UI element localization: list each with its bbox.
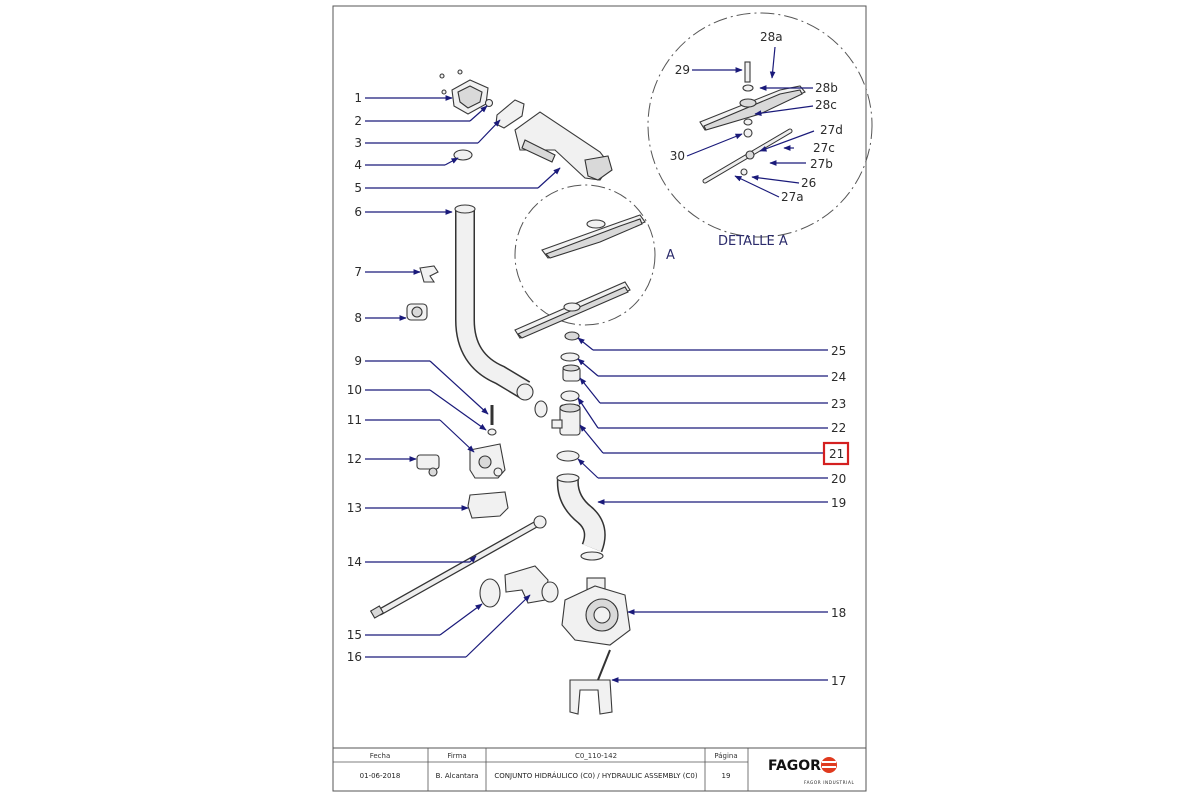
value-description: CONJUNTO HIDRÁULICO (C0) / HYDRAULIC ASS… bbox=[494, 771, 697, 780]
callout-27c: 27c bbox=[813, 141, 835, 155]
callout-18: 18 bbox=[831, 606, 846, 620]
value-date: 01-06-2018 bbox=[360, 772, 401, 780]
header-page: Página bbox=[714, 752, 737, 760]
callout-3: 3 bbox=[354, 136, 362, 150]
callout-8: 8 bbox=[354, 311, 362, 325]
callout-28c: 28c bbox=[815, 98, 837, 112]
callout-19: 19 bbox=[831, 496, 846, 510]
callout-1: 1 bbox=[354, 91, 362, 105]
part-13-bracket bbox=[467, 491, 509, 519]
part-10-washer bbox=[487, 428, 497, 436]
highlight-box-21 bbox=[822, 441, 850, 466]
callout-29: 29 bbox=[675, 63, 690, 77]
logo-wordmark: FAGOR bbox=[768, 758, 821, 774]
detail-a-marker-view: A bbox=[514, 184, 675, 326]
detail-a-marker: A bbox=[666, 248, 675, 263]
part-17-bracket bbox=[569, 649, 613, 715]
part-7-clip bbox=[419, 265, 439, 283]
title-block: Fecha Firma C0_110-142 Página 01-06-2018… bbox=[333, 747, 866, 791]
callout-28a: 28a bbox=[760, 30, 783, 44]
part-20-clamp bbox=[556, 450, 580, 462]
header-signature: Firma bbox=[447, 752, 466, 760]
callout-23: 23 bbox=[831, 397, 846, 411]
part-23-nut bbox=[562, 364, 581, 382]
callout-25: 25 bbox=[831, 344, 846, 358]
logo-subtitle: FAGOR INDUSTRIAL bbox=[804, 780, 854, 785]
part-12-valve bbox=[416, 454, 440, 477]
callout-21: 21 bbox=[829, 447, 844, 461]
part-4-clamp bbox=[453, 149, 473, 161]
callout-28b: 28b bbox=[815, 81, 838, 95]
callout-14: 14 bbox=[347, 555, 362, 569]
part-25-seal bbox=[564, 331, 580, 341]
callout-12: 12 bbox=[347, 452, 362, 466]
part-19-hose bbox=[556, 473, 606, 561]
right-leaders bbox=[577, 337, 828, 683]
callout-27a: 27a bbox=[781, 190, 804, 204]
value-signature: B. Alcantara bbox=[436, 772, 479, 780]
header-date: Fecha bbox=[370, 752, 391, 760]
fagor-logo: FAGOR FAGOR INDUSTRIAL bbox=[768, 757, 854, 785]
part-22-ring bbox=[560, 390, 580, 402]
part-1-bracket bbox=[439, 69, 489, 115]
header-code: C0_110-142 bbox=[575, 752, 617, 760]
callout-17: 17 bbox=[831, 674, 846, 688]
logo-emblem bbox=[821, 757, 837, 773]
callout-20: 20 bbox=[831, 472, 846, 486]
part-21-sump bbox=[534, 400, 581, 436]
callout-24: 24 bbox=[831, 370, 846, 384]
callout-15: 15 bbox=[347, 628, 362, 642]
detail-a-title: DETALLE A bbox=[718, 234, 788, 249]
callout-2: 2 bbox=[354, 114, 362, 128]
callout-9: 9 bbox=[354, 354, 362, 368]
callout-6: 6 bbox=[354, 205, 362, 219]
callout-13: 13 bbox=[347, 501, 362, 515]
lower-wash-arm bbox=[514, 281, 631, 339]
part-11-valve bbox=[469, 443, 506, 479]
part-14-tube bbox=[369, 515, 547, 619]
value-page: 19 bbox=[722, 772, 731, 780]
callout-10: 10 bbox=[347, 383, 362, 397]
callout-27d: 27d bbox=[820, 123, 843, 137]
left-leaders bbox=[365, 95, 561, 658]
detail-tube bbox=[702, 128, 793, 184]
callout-16: 16 bbox=[347, 650, 362, 664]
detail-a-view: 28a 29 28b 28c 27d 30 27c 27b 26 27a DET… bbox=[647, 12, 873, 249]
callout-22: 22 bbox=[831, 421, 846, 435]
callout-27b: 27b bbox=[810, 157, 833, 171]
part-15-clamp bbox=[479, 578, 501, 608]
callout-11: 11 bbox=[347, 413, 362, 427]
callout-30: 30 bbox=[670, 149, 685, 163]
callout-5: 5 bbox=[354, 181, 362, 195]
part-18-pump bbox=[561, 577, 631, 646]
part-5-manifold bbox=[514, 111, 613, 181]
callout-7: 7 bbox=[354, 265, 362, 279]
part-8-fitting bbox=[406, 303, 428, 321]
part-24-ring bbox=[560, 352, 580, 362]
part-2-connector bbox=[484, 98, 494, 108]
callout-4: 4 bbox=[354, 158, 362, 172]
callout-26: 26 bbox=[801, 176, 816, 190]
sheet-border bbox=[332, 5, 867, 792]
part-16-elbow bbox=[504, 565, 559, 604]
part-6-pipe bbox=[454, 204, 534, 401]
detail-spray-arm bbox=[699, 61, 806, 138]
